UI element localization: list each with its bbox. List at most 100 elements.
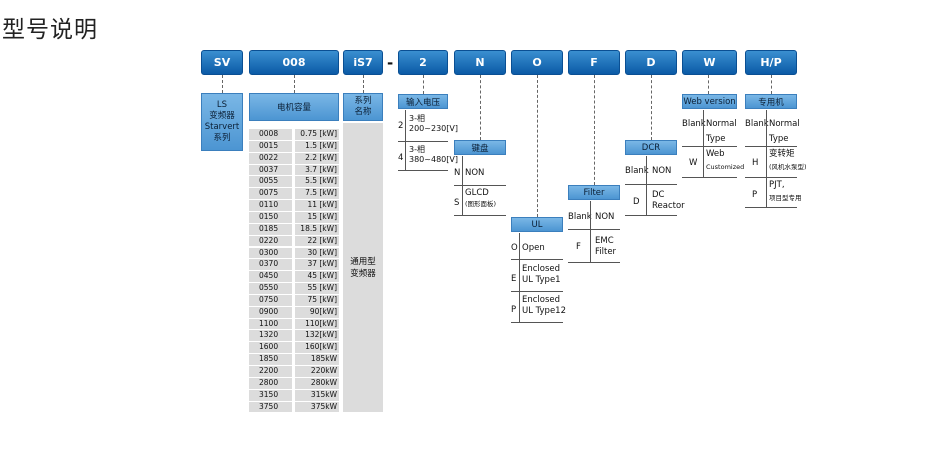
ul-desc-line: UL Type12 [522,306,566,316]
web-desc: Normal Type [706,119,737,145]
filter-code: Blank [568,212,592,222]
special-desc-line: 项目型专用 [769,194,802,202]
ul-desc-line: UL Type1 [522,275,561,285]
divider [590,201,591,262]
divider [646,156,647,215]
capacity-code-cell: 0037 [249,164,292,176]
series-line: Starvert [204,122,240,132]
dcr-desc-line: Reactor [652,201,685,211]
capacity-value-cell: 375kW [295,401,339,413]
keypad-desc: NON [465,168,485,178]
divider [682,146,737,147]
capacity-code-cell: 1100 [249,318,292,330]
divider [625,215,677,216]
divider [398,170,448,171]
filter-desc-line: EMC [595,236,614,246]
capacity-header: 电机容量 [249,93,339,121]
code-seg-series-name: iS7 [343,50,383,75]
capacity-value-cell: 3.7 [kW] [295,164,339,176]
dcr-desc: DC Reactor [652,190,685,212]
ul-desc-line: Enclosed [522,295,561,305]
connector-dcr [651,75,652,140]
web-code: W [689,158,698,168]
capacity-code-cell: 2800 [249,377,292,389]
capacity-value-cell: 11 [kW] [295,200,339,211]
web-desc: Web Customized [706,149,744,173]
capacity-value-cell: 22 [kW] [295,235,339,247]
special-desc-line: Type [769,134,789,144]
voltage-desc-line: 3-相 [409,145,425,154]
capacity-value-cell: 132[kW] [295,330,339,342]
capacity-code-cell: 0750 [249,294,292,306]
web-header: Web version [682,94,737,109]
code-seg-ul: O [511,50,563,75]
divider [745,177,797,178]
filter-desc: EMC Filter [595,236,616,258]
special-code: H [752,158,759,168]
divider [703,110,704,177]
web-code: Blank [682,119,706,129]
keypad-code: N [454,168,461,178]
filter-code: F [576,242,581,252]
web-desc-line: Normal [706,119,737,129]
divider [462,156,463,215]
voltage-desc: 3-相 380~480[V] [406,142,458,170]
capacity-code-cell: 3150 [249,389,292,401]
dcr-header: DCR [625,140,677,155]
ul-code: O [511,243,518,253]
capacity-value-cell: 160[kW] [295,342,339,354]
filter-desc: NON [595,212,615,222]
capacity-value-cell: 220kW [295,366,339,377]
capacity-value-cell: 90[kW] [295,306,339,318]
capacity-code-cell: 0008 [249,129,292,140]
capacity-code-cell: 0220 [249,235,292,247]
special-code: Blank [745,119,769,129]
capacity-code-cell: 3750 [249,401,292,413]
capacity-value-cell: 315kW [295,389,339,401]
capacity-value-cell: 185kW [295,354,339,365]
capacity-code-cell: 0450 [249,271,292,283]
series-line: 系列 [213,133,231,143]
capacity-value-cell: 45 [kW] [295,271,339,283]
connector-capacity [294,75,295,93]
capacity-code-cell: 1850 [249,354,292,365]
divider [511,259,563,260]
capacity-code-cell: 1320 [249,330,292,342]
connector-voltage [423,75,424,94]
ul-desc: Open [522,243,545,253]
capacity-value-cell: 7.5 [kW] [295,188,339,200]
capacity-value-cell: 30 [kW] [295,247,339,259]
dcr-desc-line: DC [652,190,665,200]
divider [625,184,677,185]
connector-series-name [363,75,364,93]
connector-web [708,75,709,94]
capacity-value-cell: 75 [kW] [295,294,339,306]
code-seg-special: H/P [745,50,797,75]
special-desc: 变转矩 (风机水泵型) [769,149,807,173]
special-desc-line: PJT, [769,180,785,190]
special-desc-line: Normal [769,119,800,129]
series-box: LS 变频器 Starvert 系列 [201,93,243,151]
capacity-value-cell: 18.5 [kW] [295,223,339,235]
connector-special [771,75,772,94]
voltage-desc: 3-相 200~230[V] [406,111,458,141]
divider [398,141,448,142]
connector-keypad [480,75,481,140]
divider [454,185,506,186]
dcr-desc: NON [652,166,672,176]
special-desc-line: (风机水泵型) [769,163,807,171]
web-desc-line: Type [706,134,726,144]
capacity-code-cell: 1600 [249,342,292,354]
page-title: 型号说明 [2,17,98,43]
capacity-code-cell: 0900 [249,306,292,318]
code-dash: - [387,54,394,72]
code-seg-dcr: D [625,50,677,75]
capacity-value-cell: 110[kW] [295,318,339,330]
capacity-code-cell: 0550 [249,283,292,294]
voltage-desc-line: 3-相 [409,114,425,123]
code-seg-filter: F [568,50,620,75]
divider [511,322,563,323]
keypad-desc-line: GLCD [465,188,489,198]
voltage-header: 输入电压 [398,94,448,109]
series-line: 变频器 [209,111,235,121]
